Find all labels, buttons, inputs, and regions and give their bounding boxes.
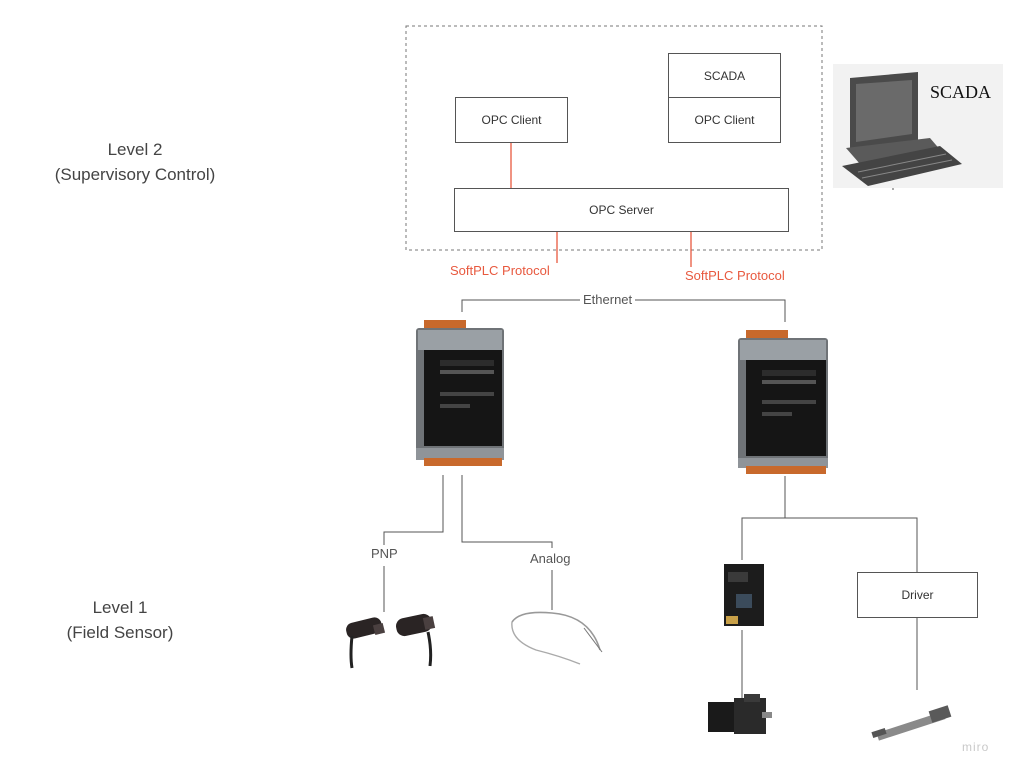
opc-client-right-label: OPC Client bbox=[694, 113, 755, 127]
softplc-protocol-left-label: SoftPLC Protocol bbox=[450, 263, 550, 278]
analog-sensor-image bbox=[511, 611, 603, 665]
driver-box[interactable]: Driver bbox=[857, 572, 978, 618]
level-2-subtitle: (Supervisory Control) bbox=[54, 165, 216, 184]
pnp-label: PNP bbox=[368, 546, 401, 561]
scada-computer-image bbox=[833, 64, 1003, 188]
opc-server-label: OPC Server bbox=[589, 203, 654, 217]
supervisory-boundary bbox=[405, 25, 823, 251]
right-branch bbox=[741, 517, 918, 572]
opc-client-left-label: OPC Client bbox=[481, 113, 542, 127]
opc-client-left-box[interactable]: OPC Client bbox=[455, 97, 568, 143]
opc-server-box[interactable]: OPC Server bbox=[454, 188, 789, 232]
scada-image-label: SCADA bbox=[930, 82, 992, 102]
scada-box[interactable]: SCADA bbox=[668, 53, 781, 98]
miro-watermark: miro bbox=[962, 740, 990, 754]
ethernet-label: Ethernet bbox=[580, 292, 636, 307]
actuator-image bbox=[871, 705, 952, 741]
plc-device-right bbox=[738, 330, 828, 474]
analog-link bbox=[461, 475, 553, 548]
analog-label: Analog bbox=[527, 551, 574, 566]
motor-image bbox=[708, 694, 772, 734]
level-1-subtitle: (Field Sensor) bbox=[66, 623, 174, 642]
level-1-title: Level 1 bbox=[92, 598, 148, 617]
softplc-protocol-right-label: SoftPLC Protocol bbox=[685, 268, 785, 283]
driver-label: Driver bbox=[901, 588, 934, 602]
plc-device-left bbox=[416, 320, 504, 466]
opc-client-right-box[interactable]: OPC Client bbox=[668, 97, 781, 143]
pnp-link bbox=[383, 475, 444, 545]
level-2-label: Level 2 (Supervisory Control) bbox=[30, 137, 240, 187]
scada-label: SCADA bbox=[703, 68, 746, 83]
drive-module-image bbox=[724, 564, 764, 626]
pnp-sensor-image bbox=[346, 613, 436, 669]
level-2-title: Level 2 bbox=[107, 140, 163, 159]
level-1-label: Level 1 (Field Sensor) bbox=[20, 595, 220, 645]
